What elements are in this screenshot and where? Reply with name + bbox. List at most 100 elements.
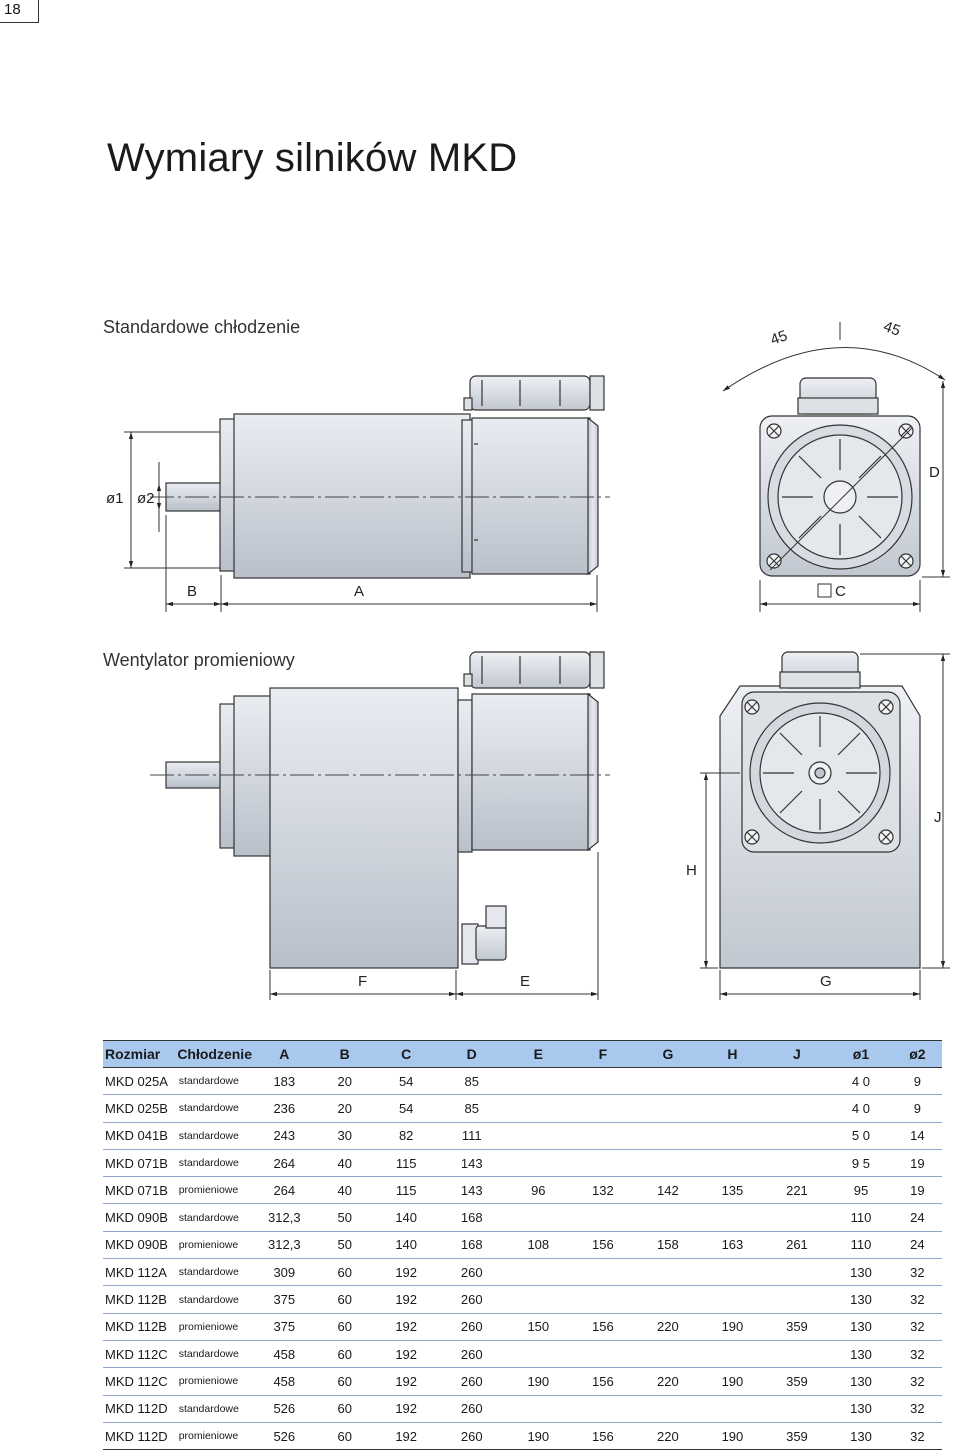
table-cell: 140	[375, 1231, 437, 1260]
table-cell: 60	[314, 1395, 376, 1423]
header-d: D	[436, 1040, 507, 1068]
page-number: 18	[4, 1, 21, 18]
table-cell: 5 0	[829, 1122, 893, 1150]
table-cell: 95	[829, 1176, 893, 1205]
table-cell	[506, 1395, 571, 1423]
motor-front-view-radial	[719, 651, 921, 969]
table-cell	[506, 1122, 571, 1150]
header-d2: ø2	[892, 1040, 942, 1068]
table-cell: 156	[570, 1367, 636, 1396]
table-cell	[635, 1340, 701, 1369]
table-cell	[700, 1285, 765, 1314]
table-cell: 85	[436, 1067, 507, 1096]
table-cell: MKD 090B	[103, 1231, 175, 1260]
motor-front-view-standard	[759, 377, 921, 577]
table-cell: 60	[314, 1285, 376, 1314]
table-cell: 4 0	[829, 1094, 893, 1123]
table-cell: 190	[506, 1367, 571, 1396]
table-cell: 260	[436, 1340, 507, 1369]
table-cell: standardowe	[174, 1395, 255, 1423]
label-j: J	[934, 809, 942, 826]
table-cell: 50	[314, 1203, 376, 1232]
table-cell: 220	[635, 1313, 701, 1341]
table-cell: 261	[764, 1231, 830, 1260]
table-cell: 32	[892, 1395, 942, 1423]
table-cell: MKD 025B	[103, 1094, 175, 1123]
section-radial-fan: Wentylator promieniowy	[103, 650, 295, 670]
table-cell: 130	[829, 1422, 893, 1451]
table-cell: 190	[700, 1422, 765, 1451]
table-cell: 32	[892, 1258, 942, 1287]
label-a: A	[354, 583, 364, 600]
table-cell: MKD 112B	[103, 1313, 175, 1341]
table-cell: 221	[764, 1176, 830, 1205]
table-cell	[764, 1258, 830, 1287]
label-g: G	[820, 973, 832, 990]
table-cell: standardowe	[174, 1285, 255, 1314]
table-cell: 143	[436, 1149, 507, 1178]
dimensions-standard	[124, 431, 598, 612]
table-cell: promieniowe	[174, 1231, 255, 1260]
table-cell: standardowe	[174, 1340, 255, 1369]
header-d1: ø1	[829, 1040, 893, 1068]
table-cell: 264	[254, 1176, 314, 1205]
label-d2: ø2	[137, 490, 155, 507]
table-cell	[506, 1149, 571, 1178]
table-cell: 130	[829, 1313, 893, 1341]
technical-drawing: ø1 ø2 B A 45 45 D C	[106, 318, 950, 1000]
table-cell: 220	[635, 1367, 701, 1396]
table-cell	[570, 1203, 636, 1232]
header-size: Rozmiar	[103, 1040, 175, 1068]
table-cell: 260	[436, 1422, 507, 1451]
table-cell: 130	[829, 1367, 893, 1396]
table-cell: 111	[436, 1122, 507, 1150]
table-cell: 32	[892, 1340, 942, 1369]
table-cell: 142	[635, 1176, 701, 1205]
table-cell: 260	[436, 1395, 507, 1423]
table-cell: 60	[314, 1422, 376, 1451]
table-cell	[570, 1340, 636, 1369]
table-cell: 156	[570, 1231, 636, 1260]
table-cell: 312,3	[254, 1231, 314, 1260]
table-cell: 85	[436, 1094, 507, 1123]
table-cell: 40	[314, 1149, 376, 1178]
label-d: D	[929, 464, 940, 481]
table-cell: 243	[254, 1122, 314, 1150]
label-angle-2: 45	[881, 318, 902, 340]
table-cell: 60	[314, 1258, 376, 1287]
table-cell	[764, 1203, 830, 1232]
table-cell	[700, 1094, 765, 1123]
table-cell: MKD 112D	[103, 1422, 175, 1451]
table-cell	[506, 1067, 571, 1096]
table-cell: 20	[314, 1067, 376, 1096]
table-cell: MKD 071B	[103, 1176, 175, 1205]
table-cell: 60	[314, 1340, 376, 1369]
section-standard-cooling: Standardowe chłodzenie	[103, 317, 301, 337]
motor-side-view-radial	[165, 651, 605, 969]
label-b: B	[187, 583, 197, 600]
table-cell: standardowe	[174, 1258, 255, 1287]
table-cell	[764, 1149, 830, 1178]
table-cell: MKD 071B	[103, 1149, 175, 1178]
table-cell: standardowe	[174, 1094, 255, 1123]
table-cell: 192	[375, 1258, 437, 1287]
table-cell: 60	[314, 1367, 376, 1396]
table-cell: 130	[829, 1395, 893, 1423]
table-cell: MKD 112C	[103, 1340, 175, 1369]
table-cell	[506, 1203, 571, 1232]
table-cell: 375	[254, 1285, 314, 1314]
table-cell: 115	[375, 1149, 437, 1178]
table-cell: 260	[436, 1313, 507, 1341]
page-number-box: 18	[0, 0, 39, 23]
table-cell: 143	[436, 1176, 507, 1205]
header-c: C	[375, 1040, 437, 1068]
table-cell: 192	[375, 1340, 437, 1369]
table-cell	[635, 1395, 701, 1423]
table-cell: 115	[375, 1176, 437, 1205]
table-cell: 24	[892, 1203, 942, 1232]
table-cell	[506, 1094, 571, 1123]
